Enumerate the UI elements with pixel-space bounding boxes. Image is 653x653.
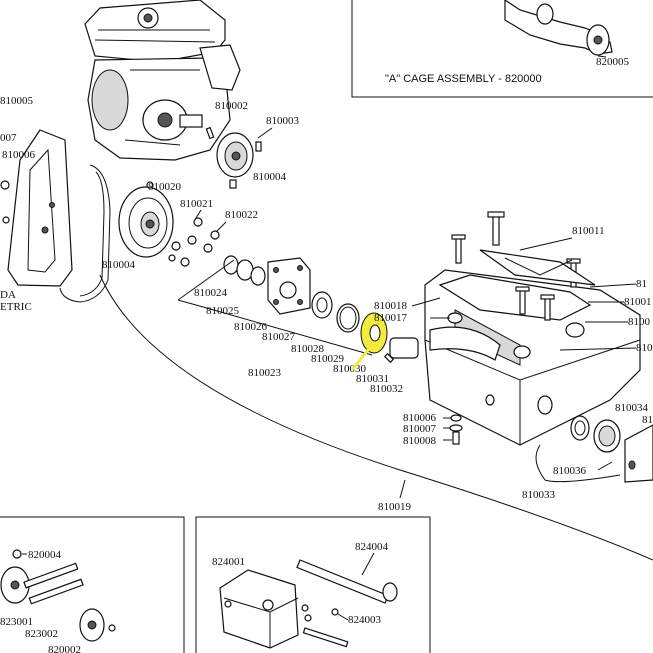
label-823002: 823002 [25,628,58,640]
label-810026: 810026 [234,321,268,333]
belt-drawing [0,129,111,303]
leader-810036 [597,461,613,471]
label-810004-a: 810004 [253,171,287,183]
label-810003: 810003 [266,115,300,127]
label-810024: 810024 [194,287,228,299]
label-8100-right-c: 8100 [642,414,653,426]
leader-824004 [361,552,375,576]
label-810004-b: 810004 [102,259,136,271]
label-810023: 810023 [248,367,282,379]
label-820005: 820005 [596,56,630,68]
inset-bl-border [0,516,185,653]
label-810011: 810011 [572,225,605,237]
engine-drawing [84,0,241,161]
inset-border [351,0,653,98]
label-810036: 810036 [553,465,587,477]
label-81001-right: 81001 [624,296,652,308]
label-820002: 820002 [48,644,81,653]
shaft-810031 [383,337,419,364]
label-810033: 810033 [522,489,556,501]
highlighted-part-810030 [350,312,388,371]
leader-810011 [519,237,573,251]
label-810021: 810021 [180,198,213,210]
leader-810018 [411,297,441,307]
bolts-810011 [451,211,596,321]
label-810019: 810019 [378,501,412,513]
bracket-810023 [177,299,373,356]
label-81-right: 81 [636,278,647,290]
leader-81-right [589,283,637,288]
pulley-810003 [205,126,273,189]
label-810030: 810030 [333,363,367,375]
bracket-810033 [535,444,621,483]
label-810005: 810005 [0,95,34,107]
label-820004: 820004 [28,549,62,561]
arc-810019 [99,274,653,561]
label-810017: 810017 [374,312,408,324]
leader-810023-left [177,259,235,301]
label-810025: 810025 [206,305,240,317]
bearing-stack-810023 [223,255,360,333]
inset-bottom-left [0,516,185,653]
inset-cage-assembly: 820005 "A" CAGE ASSEMBLY - 820000 [351,0,653,98]
label-824001: 824001 [212,556,245,568]
label-810007: 810007 [403,423,437,435]
label-824003: 824003 [348,614,382,626]
label-810034: 810034 [615,402,649,414]
label-810027: 810027 [262,331,296,343]
label-824004: 824004 [355,541,389,553]
pulley-810020 [118,181,174,258]
label-810008: 810008 [403,435,437,447]
label-da: DA [0,289,16,301]
main-housing [424,269,641,446]
inset-bottom-center [195,516,431,653]
hardware-810021-810022 [168,209,227,267]
label-810018: 810018 [374,300,408,312]
leader-8100-right-b [559,347,637,351]
label-810022: 810022 [225,209,258,221]
label-810032: 810032 [370,383,403,395]
cage-shaft-drawing [504,0,613,58]
label-810002: 810002 [215,100,248,112]
inset-bc-border [195,516,431,653]
label-810029: 810029 [311,353,345,365]
leader-824003 [337,613,349,621]
label-810031: 810031 [356,373,389,385]
label-810006: 810006 [403,412,437,424]
label-810006-left: 810006 [2,149,36,161]
inset-caption: "A" CAGE ASSEMBLY - 820000 [385,73,542,85]
label-823001: 823001 [0,616,33,628]
label-etric: ETRIC [0,301,32,313]
label-810028: 810028 [291,343,325,355]
label-810020: 810020 [148,181,182,193]
bearing-810034 [570,415,653,483]
label-007: 007 [0,132,17,144]
label-8100-right-a: 8100 [628,316,651,328]
label-8100-right-b: 8100 [636,342,653,354]
leader-810019 [399,479,406,499]
